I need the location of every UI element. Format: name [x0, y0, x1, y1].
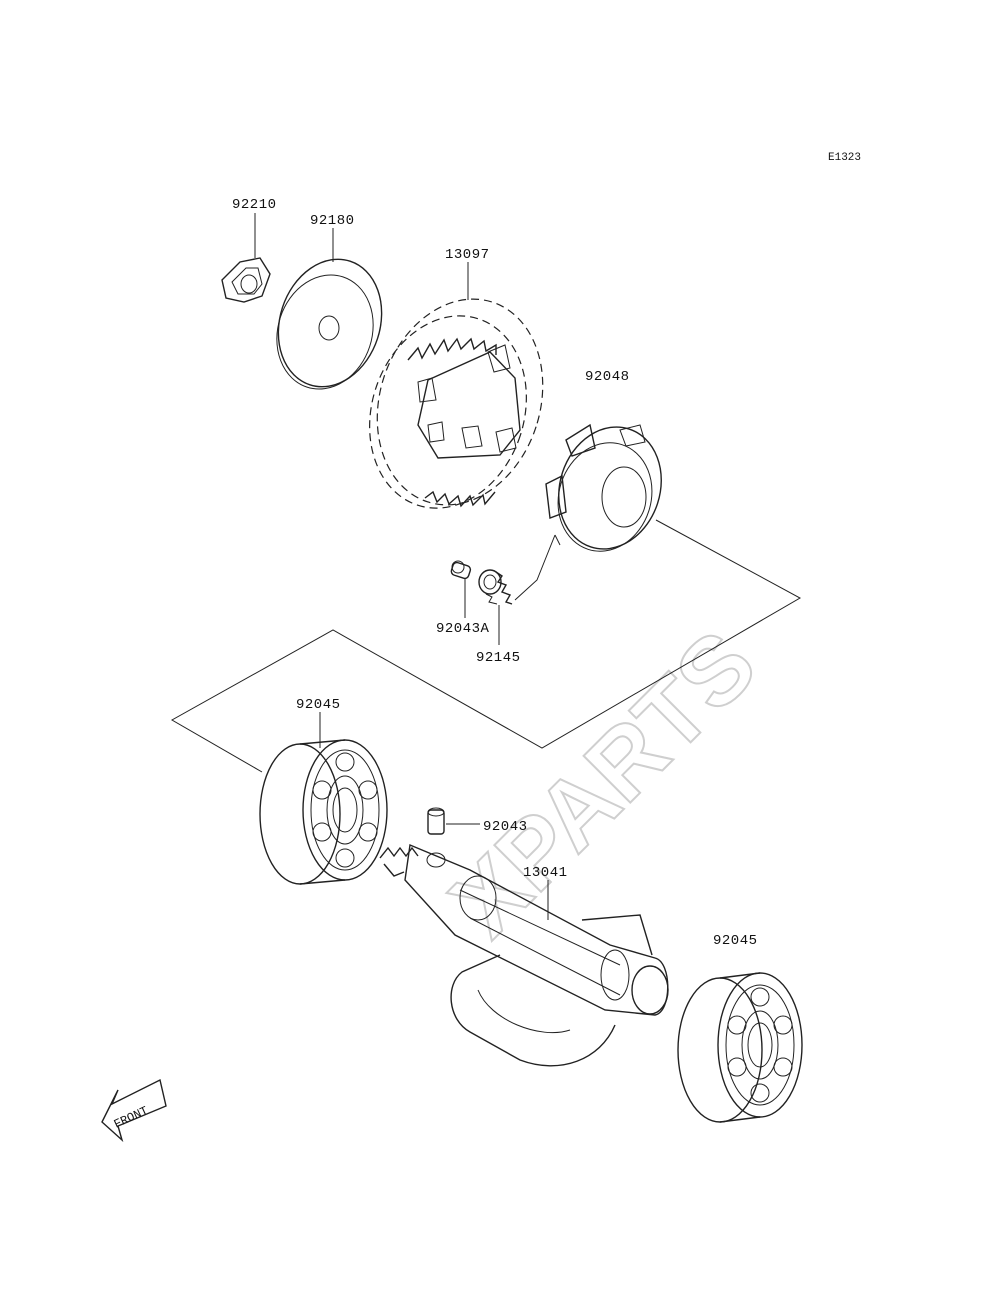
bearing-left-part[interactable]	[259, 739, 388, 885]
label-shaft: 13041	[523, 865, 568, 881]
label-pin-a: 92043A	[436, 621, 490, 637]
nut-part[interactable]	[221, 257, 271, 303]
label-gear: 13097	[445, 247, 490, 263]
label-spring: 92145	[476, 650, 521, 666]
front-arrow-icon: FRONT	[101, 1078, 167, 1143]
label-pin: 92043	[483, 819, 528, 835]
spring-guide	[514, 534, 556, 601]
label-bearing-left: 92045	[296, 697, 341, 713]
hub-part[interactable]	[543, 414, 676, 564]
assembly-guide	[170, 519, 802, 773]
spring-part[interactable]	[478, 569, 513, 605]
label-bearing-right: 92045	[713, 933, 758, 949]
pin-a-part[interactable]	[450, 560, 472, 580]
diagram-ref-code: E1323	[828, 152, 861, 164]
washer-part[interactable]	[262, 246, 397, 402]
pin-part[interactable]	[427, 807, 445, 835]
front-label: FRONT	[112, 1104, 151, 1132]
label-hub: 92048	[585, 369, 630, 385]
label-nut: 92210	[232, 197, 277, 213]
gear-part[interactable]	[345, 277, 568, 528]
shaft-part[interactable]	[379, 844, 669, 1067]
bearing-right-part[interactable]	[677, 972, 803, 1123]
label-washer: 92180	[310, 213, 355, 229]
